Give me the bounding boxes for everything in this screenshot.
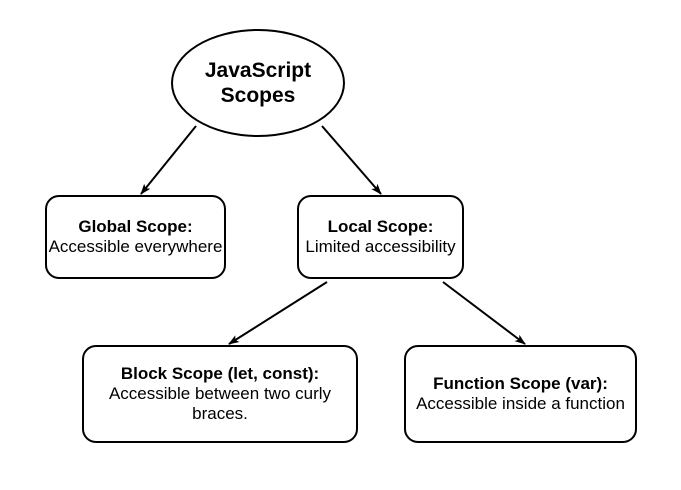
node-root-title: JavaScript Scopes: [204, 58, 312, 107]
node-block-scope[interactable]: Block Scope (let, const): Accessible bet…: [82, 345, 358, 443]
node-function-title: Function Scope (var):: [433, 374, 608, 394]
node-global-title: Global Scope:: [78, 217, 193, 237]
edge-root-to-global: [140, 125, 197, 195]
node-global-scope[interactable]: Global Scope: Accessible everywhere: [45, 195, 226, 279]
node-local-scope[interactable]: Local Scope: Limited accessibility: [297, 195, 464, 279]
edge-local-to-function: [442, 281, 526, 345]
node-block-title: Block Scope (let, const):: [120, 364, 320, 384]
node-global-description: Accessible everywhere: [48, 237, 223, 256]
node-function-description: Accessible inside a function: [416, 394, 625, 413]
node-local-description: Limited accessibility: [305, 237, 456, 256]
node-function-scope[interactable]: Function Scope (var): Accessible inside …: [404, 345, 637, 443]
node-local-title: Local Scope:: [327, 217, 434, 237]
edge-root-to-local: [321, 125, 382, 195]
node-block-description: Accessible between two curly braces.: [108, 384, 332, 423]
edge-local-to-block: [228, 281, 328, 345]
node-javascript-scopes[interactable]: JavaScript Scopes: [171, 29, 345, 137]
